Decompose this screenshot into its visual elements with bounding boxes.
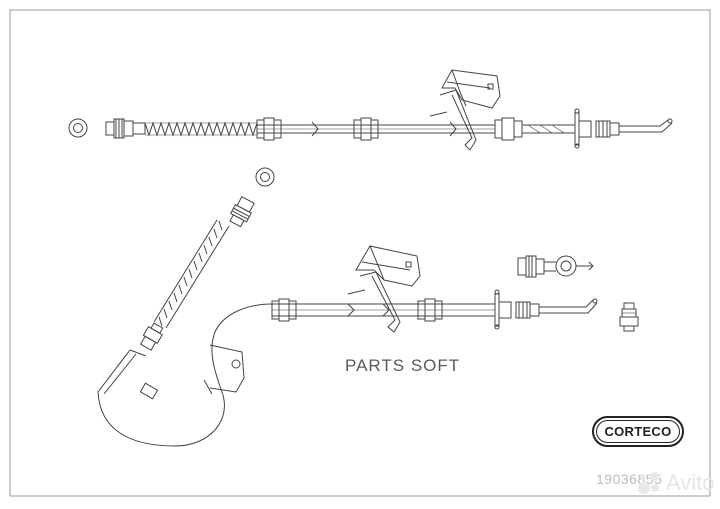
lower-collar-1 [271, 298, 297, 322]
upper-arrow-mark [311, 121, 457, 137]
brand-logo-text: CORTECO [596, 420, 680, 443]
banjo-fitting [517, 255, 594, 278]
lower-mounting-bracket [347, 245, 421, 333]
upper-left-fitting [105, 118, 146, 139]
lower-hose-tube [272, 303, 495, 317]
avito-label: Avito [666, 470, 715, 495]
lower-collar-2 [417, 298, 443, 322]
avito-dots-icon [636, 470, 662, 496]
upper-mounting-bracket [429, 69, 501, 151]
upper-loose-ring [68, 118, 88, 138]
lower-angled-fitting [229, 196, 255, 228]
parts-soft-watermark: PARTS SOFT [345, 356, 461, 375]
brand-logo: CORTECO [592, 416, 684, 447]
lower-loose-ring [255, 167, 275, 187]
upper-hose-tube [257, 124, 495, 134]
lower-arrow-mark [347, 303, 390, 317]
lower-right-fitting [494, 289, 598, 330]
lower-brake-hose [97, 167, 598, 447]
upper-spring-guard [144, 121, 258, 137]
upper-collar-1 [256, 117, 282, 141]
upper-brake-hose [68, 69, 673, 151]
upper-right-fitting [494, 108, 673, 149]
lower-shield-bracket [97, 303, 273, 447]
upper-collar-2 [353, 117, 379, 141]
lower-spring-guard [158, 220, 223, 327]
lower-left-fitting [139, 322, 164, 351]
marketplace-watermark: Avito [636, 470, 715, 496]
drawing-frame [9, 9, 711, 497]
banjo-bolt [619, 302, 639, 332]
